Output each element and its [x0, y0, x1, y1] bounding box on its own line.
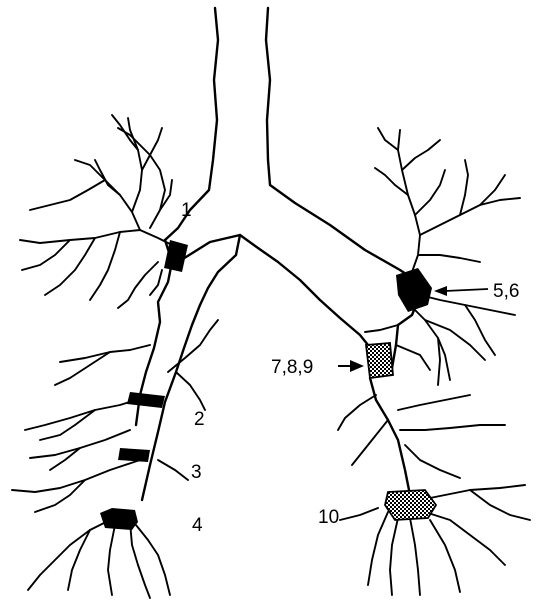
- label-segment-2: 2: [194, 409, 205, 430]
- right-main-bronchus: [136, 235, 240, 500]
- label-segment-5-6: 5,6: [493, 281, 519, 302]
- left-main-bronchus: [240, 235, 420, 495]
- label-segment-1: 1: [181, 200, 192, 221]
- label-segment-3: 3: [191, 462, 202, 483]
- label-segment-4: 4: [192, 515, 203, 536]
- occlusion-4: [100, 508, 138, 530]
- occlusion-10: [385, 490, 436, 520]
- trachea-outline: [165, 8, 412, 278]
- label-segment-10: 10: [318, 507, 339, 528]
- occlusion-2: [127, 392, 165, 408]
- arrow-5-6: [434, 286, 488, 296]
- occlusion-markers: [100, 240, 436, 530]
- occlusion-5-6: [396, 268, 432, 312]
- occlusion-3: [118, 448, 150, 462]
- label-segment-7-8-9: 7,8,9: [271, 357, 313, 378]
- arrow-7-8-9: [338, 360, 364, 372]
- left-lower-lobe-branches: [338, 365, 530, 595]
- right-upper-lobe-branches: [20, 115, 172, 308]
- occlusion-7-8-9: [366, 343, 393, 378]
- right-lower-lobe-branches: [12, 320, 218, 598]
